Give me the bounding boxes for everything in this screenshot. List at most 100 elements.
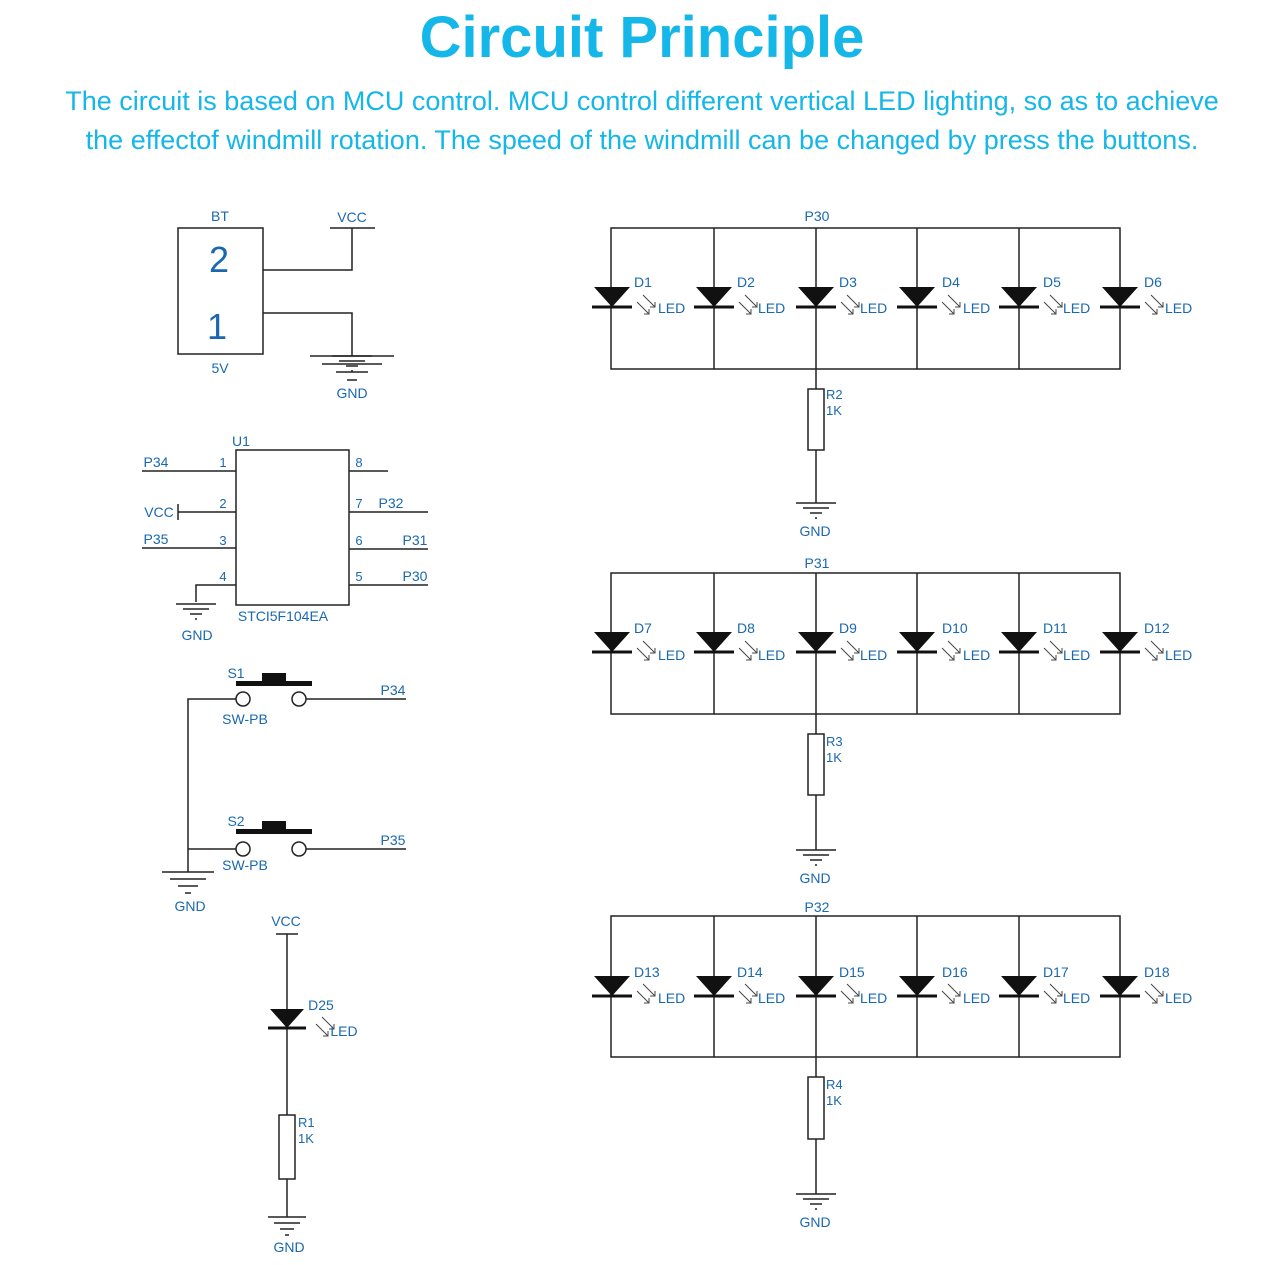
mcu-pin-4: 4 xyxy=(219,569,226,584)
led-type-label: LED xyxy=(1165,300,1192,316)
description-line-1: The circuit is based on MCU control. MCU… xyxy=(65,86,1219,116)
switch-s2-ref: S2 xyxy=(227,813,244,829)
led-label: D9 xyxy=(839,620,857,636)
mcu-pin-7: 7 xyxy=(355,496,362,511)
power-led-res-ref: R1 xyxy=(298,1115,315,1130)
bank3-res-ref: R4 xyxy=(826,1077,843,1092)
led-type-label: LED xyxy=(860,990,887,1006)
led-label: D5 xyxy=(1043,274,1061,290)
battery-block xyxy=(177,227,375,356)
battery-ground-wide xyxy=(310,355,394,381)
switch-ground-symbol xyxy=(162,871,214,894)
mcu-net-p34: P34 xyxy=(144,454,169,470)
led-type-label: LED xyxy=(860,647,887,663)
power-led-vcc: VCC xyxy=(271,913,301,929)
led-type-label: LED xyxy=(1063,990,1090,1006)
switch-s1-type: SW-PB xyxy=(222,711,268,727)
battery-pin-2: 2 xyxy=(209,239,229,280)
mcu-part: STCI5F104EA xyxy=(238,608,329,624)
led-label: D8 xyxy=(737,620,755,636)
mcu-block xyxy=(142,449,428,606)
battery-value: 5V xyxy=(211,360,229,376)
led-type-label: LED xyxy=(963,300,990,316)
led-label: D15 xyxy=(839,964,865,980)
led-type-label: LED xyxy=(658,300,685,316)
led-type-label: LED xyxy=(758,300,785,316)
bank2-net: P31 xyxy=(805,555,830,571)
mcu-net-p35: P35 xyxy=(144,531,169,547)
power-led-symbol xyxy=(268,1009,306,1030)
switch-gnd-label: GND xyxy=(174,898,205,914)
power-led-gnd: GND xyxy=(273,1239,304,1255)
led-label: D11 xyxy=(1043,620,1068,636)
led-bank-p30 xyxy=(590,227,1164,519)
description-line-2: the effectof windmill rotation. The spee… xyxy=(85,125,1199,155)
led-label: D17 xyxy=(1043,964,1069,980)
led-label: D16 xyxy=(942,964,968,980)
battery-vcc-label: VCC xyxy=(337,209,367,225)
led-bank-p32 xyxy=(590,915,1164,1210)
mcu-net-p32: P32 xyxy=(379,495,404,511)
mcu-pin-8: 8 xyxy=(355,455,362,470)
power-led-wiring xyxy=(276,933,298,1217)
switch-s2-type: SW-PB xyxy=(222,857,268,873)
led-type-label: LED xyxy=(658,990,685,1006)
mcu-net-vcc: VCC xyxy=(144,504,174,520)
switch-wiring xyxy=(187,691,406,872)
mcu-pin-1: 1 xyxy=(219,455,226,470)
led-label: D2 xyxy=(737,274,755,290)
mcu-pin-3: 3 xyxy=(219,533,226,548)
led-label: D7 xyxy=(634,620,652,636)
bank2-res-ref: R3 xyxy=(826,734,843,749)
led-type-label: LED xyxy=(963,647,990,663)
battery-gnd-label: GND xyxy=(336,385,367,401)
led-label: D13 xyxy=(634,964,660,980)
led-type-label: LED xyxy=(1063,647,1090,663)
power-led-res-val: 1K xyxy=(298,1131,314,1146)
switch-s2-net: P35 xyxy=(381,832,406,848)
mcu-net-gnd: GND xyxy=(181,627,212,643)
bank3-gnd: GND xyxy=(799,1214,830,1230)
mcu-pin-2: 2 xyxy=(219,496,226,511)
page-title: Circuit Principle xyxy=(419,5,865,70)
bank2-res-val: 1K xyxy=(826,750,842,765)
led-label: D10 xyxy=(942,620,968,636)
bank1-gnd: GND xyxy=(799,523,830,539)
bank1-res-ref: R2 xyxy=(826,387,843,402)
led-label: D6 xyxy=(1144,274,1162,290)
battery-ref: BT xyxy=(211,208,229,224)
led-bank-p31 xyxy=(590,572,1164,866)
switch-s2-actuator xyxy=(236,821,312,834)
battery-pin-1: 1 xyxy=(207,306,227,347)
switch-s1-ref: S1 xyxy=(227,665,244,681)
bank3-res-val: 1K xyxy=(826,1093,842,1108)
switch-s1-net: P34 xyxy=(381,682,406,698)
led-type-label: LED xyxy=(658,647,685,663)
mcu-ground-symbol xyxy=(175,603,217,620)
bank1-res-val: 1K xyxy=(826,403,842,418)
led-label: D1 xyxy=(634,274,652,290)
led-type-label: LED xyxy=(758,647,785,663)
switch-s1-actuator xyxy=(236,673,312,686)
mcu-pin-5: 5 xyxy=(355,569,362,584)
led-type-label: LED xyxy=(860,300,887,316)
led-type-label: LED xyxy=(1063,300,1090,316)
led-type-label: LED xyxy=(1165,647,1192,663)
led-label: D12 xyxy=(1144,620,1170,636)
power-led-ref: D25 xyxy=(308,997,334,1013)
mcu-net-p30: P30 xyxy=(403,568,428,584)
mcu-net-p31: P31 xyxy=(403,532,428,548)
bank2-gnd: GND xyxy=(799,870,830,886)
mcu-pin-6: 6 xyxy=(355,533,362,548)
led-type-label: LED xyxy=(963,990,990,1006)
bank3-net: P32 xyxy=(805,899,830,915)
bank1-net: P30 xyxy=(805,208,830,224)
mcu-ref: U1 xyxy=(232,433,250,449)
power-led-ground-symbol xyxy=(268,1216,306,1236)
power-led-type: LED xyxy=(330,1023,357,1039)
led-label: D14 xyxy=(737,964,763,980)
led-type-label: LED xyxy=(758,990,785,1006)
led-label: D18 xyxy=(1144,964,1170,980)
led-label: D4 xyxy=(942,274,960,290)
